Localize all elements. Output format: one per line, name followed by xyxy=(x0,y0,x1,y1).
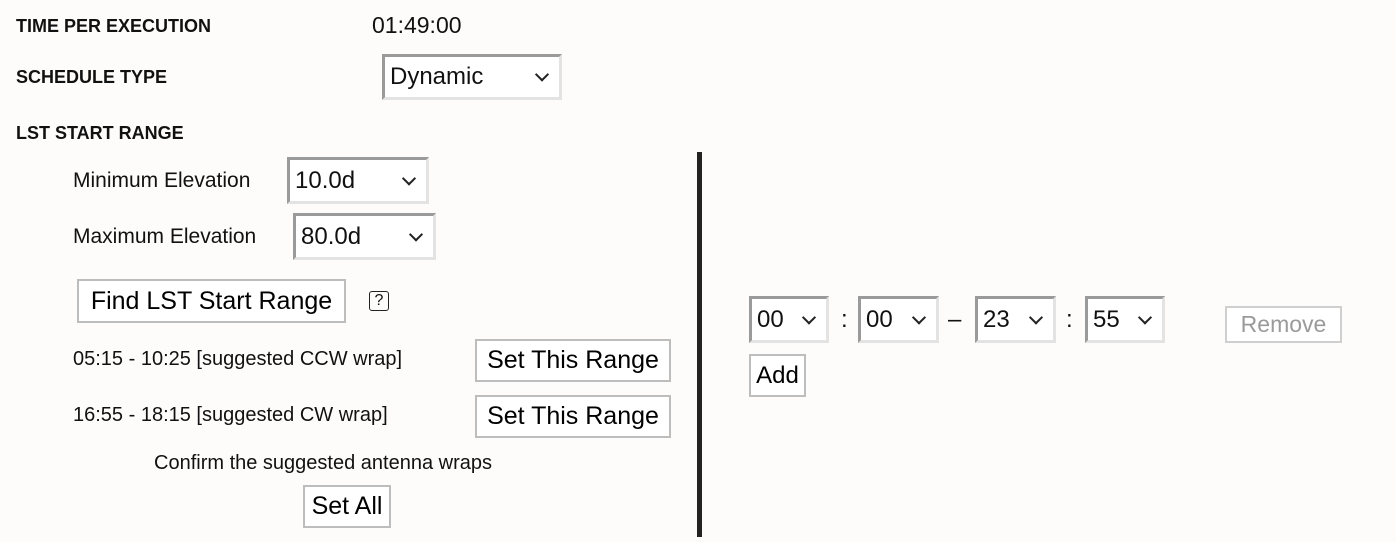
chevron-down-icon xyxy=(534,67,550,82)
set-all-button[interactable]: Set All xyxy=(303,485,391,528)
remove-button[interactable]: Remove xyxy=(1225,306,1342,343)
maximum-elevation-value: 80.0d xyxy=(301,222,362,250)
lst-start-range-label: LST START RANGE xyxy=(16,123,184,143)
start-hour-value: 00 xyxy=(757,305,784,333)
start-hour-select[interactable]: 00 xyxy=(749,296,829,343)
schedule-type-value: Dynamic xyxy=(390,63,484,90)
time-per-execution-label: TIME PER EXECUTION xyxy=(16,16,212,36)
time-colon: : xyxy=(1066,306,1073,333)
maximum-elevation-label: Maximum Elevation xyxy=(73,225,257,248)
help-icon[interactable]: ? xyxy=(369,291,389,311)
chevron-down-icon xyxy=(408,226,424,242)
schedule-type-select[interactable]: Dynamic xyxy=(382,54,562,100)
start-minute-value: 00 xyxy=(866,305,893,333)
vertical-divider xyxy=(697,152,702,537)
end-minute-select[interactable]: 55 xyxy=(1085,296,1165,343)
minimum-elevation-label: Minimum Elevation xyxy=(73,169,251,192)
chevron-down-icon xyxy=(1028,309,1044,325)
end-minute-value: 55 xyxy=(1093,305,1120,333)
find-lst-start-range-button[interactable]: Find LST Start Range xyxy=(77,279,346,323)
end-hour-value: 23 xyxy=(983,305,1010,333)
set-cw-range-button[interactable]: Set This Range xyxy=(475,395,671,438)
chevron-down-icon xyxy=(401,170,417,186)
time-per-execution-value: 01:49:00 xyxy=(372,12,462,38)
time-colon: : xyxy=(841,306,848,333)
maximum-elevation-select[interactable]: 80.0d xyxy=(293,213,436,260)
chevron-down-icon xyxy=(1137,309,1153,325)
confirm-wraps-text: Confirm the suggested antenna wraps xyxy=(154,452,492,474)
end-hour-select[interactable]: 23 xyxy=(975,296,1056,343)
add-button[interactable]: Add xyxy=(749,354,806,397)
range-dash: – xyxy=(948,306,962,333)
minimum-elevation-value: 10.0d xyxy=(295,166,356,194)
set-ccw-range-button[interactable]: Set This Range xyxy=(475,339,671,382)
minimum-elevation-select[interactable]: 10.0d xyxy=(287,157,429,204)
chevron-down-icon xyxy=(911,309,927,325)
start-minute-select[interactable]: 00 xyxy=(858,296,939,343)
suggestion-ccw-text: 05:15 - 10:25 [suggested CCW wrap] xyxy=(73,348,403,370)
schedule-type-label: SCHEDULE TYPE xyxy=(16,67,168,87)
suggestion-cw-text: 16:55 - 18:15 [suggested CW wrap] xyxy=(73,404,388,426)
chevron-down-icon xyxy=(801,309,817,325)
